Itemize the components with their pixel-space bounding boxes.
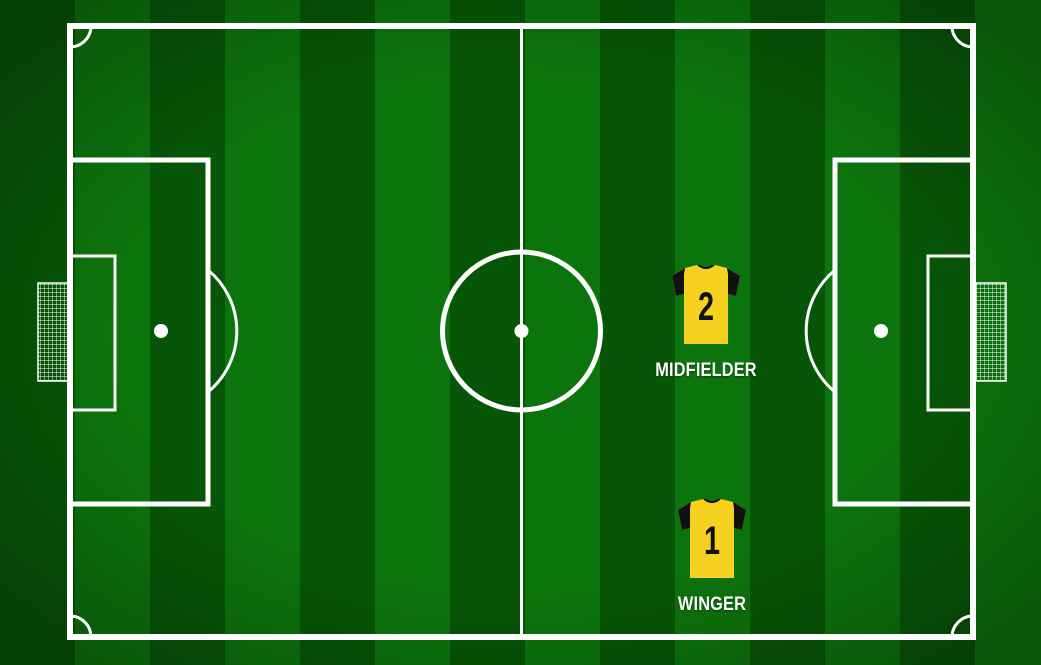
center-spot: [514, 324, 529, 338]
left-goal-net: [37, 282, 69, 382]
corner-arc-top-right: [950, 25, 974, 49]
right-penalty-arc: [804, 268, 836, 394]
player-marker-winger[interactable]: 1 WINGER: [652, 498, 772, 616]
jersey-icon: 2: [670, 264, 742, 346]
pitch-markings: [67, 23, 976, 640]
right-goal-net: [975, 282, 1007, 382]
left-penalty-spot: [154, 324, 168, 338]
corner-arc-top-left: [69, 25, 93, 49]
corner-arc-bottom-right: [950, 614, 974, 638]
jersey-number: 1: [703, 519, 721, 563]
left-goal-area: [68, 254, 117, 412]
center-circle: [440, 249, 603, 413]
jersey-icon: 1: [676, 498, 748, 580]
right-penalty-spot: [874, 324, 888, 338]
player-role-label: WINGER: [677, 594, 747, 615]
corner-arc-bottom-left: [69, 614, 93, 638]
jersey-number: 2: [697, 285, 715, 329]
right-goal-area: [926, 254, 975, 412]
left-penalty-arc: [207, 268, 239, 394]
player-role-label: MIDFIELDER: [655, 360, 757, 381]
player-marker-midfielder[interactable]: 2 MIDFIELDER: [646, 264, 766, 382]
